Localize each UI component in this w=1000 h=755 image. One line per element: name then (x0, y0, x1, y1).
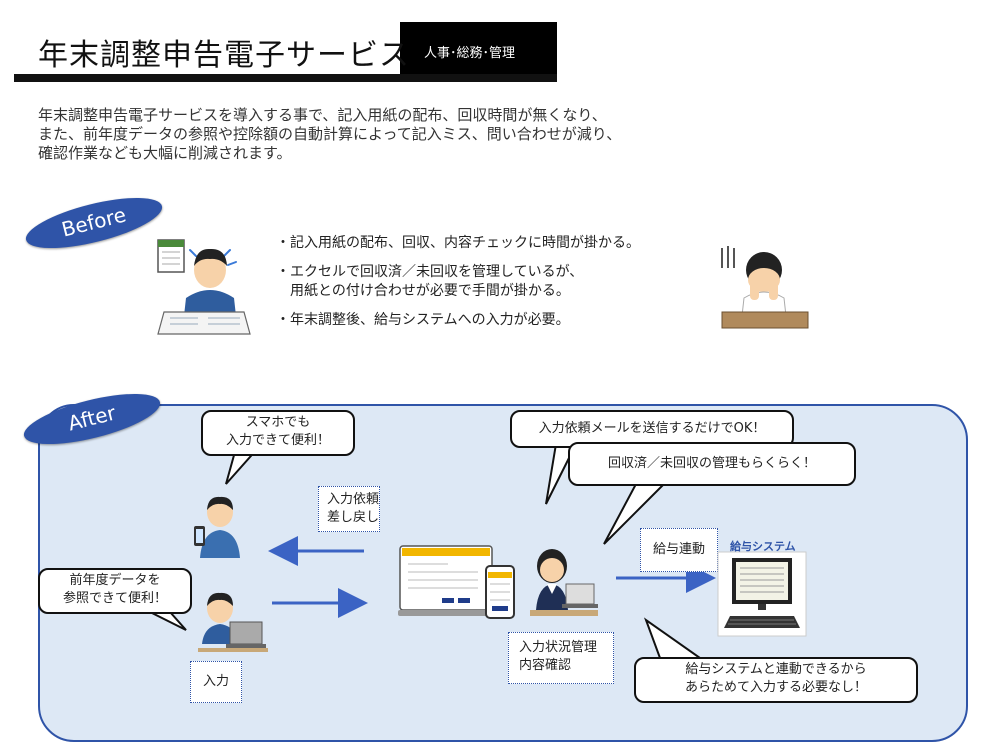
before-bullet-line: 用紙との付け合わせが必要で手間が掛かる。 (276, 283, 570, 299)
header-category-tag: 人事･総務･管理 (400, 22, 557, 80)
before-bullet-line: ・年末調整後、給与システムへの入力が必要。 (276, 312, 570, 328)
bubble-tail-prev (149, 611, 187, 631)
before-bullet-line: ・記入用紙の配布、回収、内容チェックに時間が掛かる。 (276, 235, 640, 251)
bubble-line: 入力依頼メールを送信するだけでOK！ (538, 421, 766, 436)
before-bullet: ・記入用紙の配布、回収、内容チェックに時間が掛かる。 (276, 234, 640, 253)
busy-worker-illustration (157, 239, 251, 335)
label-status-check: 入力状況管理 内容確認 (508, 632, 614, 684)
laptop-icon (229, 621, 263, 645)
web-service-screens-illustration (398, 545, 515, 619)
label-line: 給与連動 (652, 542, 705, 557)
worried-worker-illustration (721, 246, 809, 329)
laptop-icon (565, 583, 595, 605)
before-bullet: ・年末調整後、給与システムへの入力が必要。 (276, 311, 640, 330)
intro-line: また、前年度データの参照や控除額の自動計算によって記入ミス、問い合わせが減り、 (38, 125, 622, 143)
bubble-line: 入力できて便利！ (225, 433, 330, 448)
bubble-line: 給与システムと連動できるから (685, 662, 867, 677)
label-line: 入力依頼 (327, 492, 380, 507)
bubble-line: スマホでも (245, 415, 311, 430)
label-line: 入力 (202, 674, 229, 689)
bubble-line: 回収済／未回収の管理もらくらく！ (607, 456, 816, 471)
bubble-line: 前年度データを (69, 573, 161, 588)
keyboard-icon (724, 616, 800, 628)
before-bullet-line: ・エクセルで回収済／未回収を管理しているが、 (276, 264, 584, 280)
admin-staff-illustration (530, 549, 598, 616)
employee-smartphone-illustration (194, 496, 240, 558)
bubble-collection-status: 回収済／未回収の管理もらくらく！ (568, 442, 856, 486)
payroll-computer-illustration (717, 551, 807, 637)
header-underline (14, 74, 557, 82)
intro-text: 年末調整申告電子サービスを導入する事で、記入用紙の配布、回収時間が無くなり、 ま… (38, 106, 621, 163)
label-line: 差し戻し (327, 510, 380, 525)
bubble-payroll-link: 給与システムと連動できるから あらためて入力する必要なし！ (634, 657, 918, 703)
label-request-return: 入力依頼 差し戻し (318, 486, 380, 532)
label-payroll-sync: 給与連動 (640, 528, 718, 572)
intro-line: 年末調整申告電子サービスを導入する事で、記入用紙の配布、回収時間が無くなり、 (38, 106, 607, 124)
label-line: 入力状況管理 (519, 640, 598, 655)
page-title: 年末調整申告電子サービス (38, 38, 410, 73)
intro-line: 確認作業なども大幅に削減されます。 (38, 144, 292, 162)
payroll-system-title: 給与システム (730, 540, 796, 553)
header-category-text: 人事･総務･管理 (424, 46, 516, 61)
employee-laptop-illustration (198, 592, 268, 652)
label-input: 入力 (190, 661, 242, 703)
bubble-tail-system (643, 617, 704, 659)
bubble-phone-convenient: スマホでも 入力できて便利！ (201, 410, 355, 456)
bubble-line: あらためて入力する必要なし！ (684, 680, 867, 695)
bubble-line: 参照できて便利！ (62, 591, 167, 606)
before-bullet-list: ・記入用紙の配布、回収、内容チェックに時間が掛かる。 ・エクセルで回収済／未回収… (276, 234, 640, 340)
bubble-previous-data: 前年度データを 参照できて便利！ (38, 568, 192, 614)
before-bullet: ・エクセルで回収済／未回収を管理しているが、 用紙との付け合わせが必要で手間が掛… (276, 263, 640, 301)
label-line: 内容確認 (519, 658, 572, 673)
